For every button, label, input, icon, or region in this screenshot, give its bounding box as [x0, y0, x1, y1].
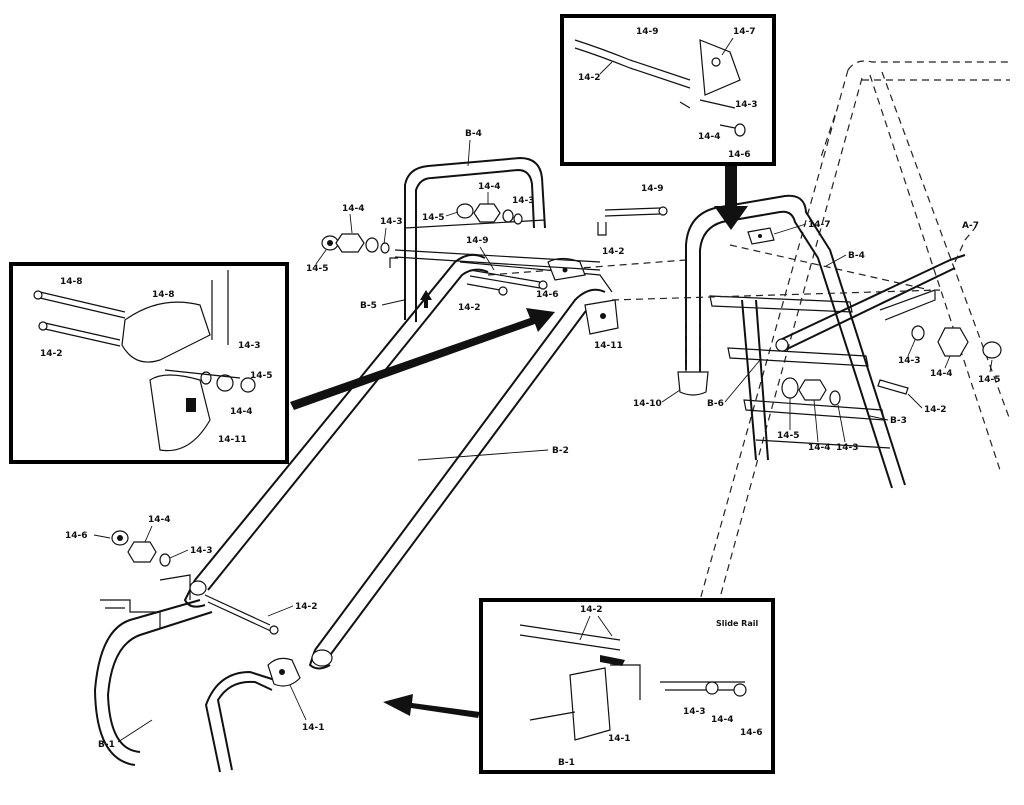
label: 14-6: [65, 531, 88, 541]
main-labels: B-4 B-4 B-5 B-2 B-3 B-6 B-1 A-7 14-4 14-…: [65, 129, 1001, 750]
label: 14-3: [735, 100, 758, 110]
label: 14-3: [836, 443, 859, 453]
label: 14-9: [641, 184, 664, 194]
bottom-handle-b1: [93, 530, 301, 773]
ladder-b4: [677, 194, 906, 489]
ladder-rung: [709, 295, 853, 313]
label: 14-8: [60, 277, 83, 287]
label: 14-5: [306, 264, 329, 274]
label: 14-3: [238, 341, 261, 351]
leg-cap: [677, 371, 709, 396]
label: 14-4: [230, 407, 253, 417]
label: 14-3: [380, 217, 403, 227]
label: 14-3: [683, 707, 706, 717]
label: 14-7: [733, 27, 756, 37]
label: 14-10: [633, 399, 662, 409]
label: 14-4: [478, 182, 501, 192]
label: 14-4: [930, 369, 953, 379]
label: 14-4: [698, 132, 721, 142]
label: 14-9: [636, 27, 659, 37]
label: 14-2: [40, 349, 63, 359]
label-b4-top: B-4: [465, 129, 482, 139]
label: 14-4: [711, 715, 734, 725]
callout-arrow-top-inset: [714, 160, 748, 230]
up-arrow-icon: [420, 290, 432, 308]
label: 14-7: [808, 220, 831, 230]
label: 14-3: [898, 356, 921, 366]
label: 14-5: [777, 431, 800, 441]
label: 14-5: [978, 375, 1001, 385]
label: 14-2: [578, 73, 601, 83]
bolt-14-9: [469, 269, 541, 283]
label-b1: B-1: [98, 740, 115, 750]
hardware-group-right: [747, 227, 1002, 406]
label: 14-2: [924, 405, 947, 415]
label: 14-2: [602, 247, 625, 257]
label: 14-8: [152, 290, 175, 300]
label: 14-3: [190, 546, 213, 556]
label-b6: B-6: [707, 399, 724, 409]
ladder-rung: [727, 347, 869, 367]
inset-bottom: Slide Rail 14-2 14-1 14-3 14-4 14-6 B-1: [479, 598, 775, 774]
hardware-group-top: [321, 203, 523, 254]
label: 14-2: [295, 602, 318, 612]
label: 14-9: [466, 236, 489, 246]
inset-left: 14-8 14-8 14-2 14-3 14-5 14-4 14-11: [9, 262, 289, 464]
handle-a7: [775, 227, 976, 352]
callout-arrow-bottom-inset: [383, 694, 480, 718]
label: 14-5: [422, 213, 445, 223]
label-b2: B-2: [552, 446, 569, 456]
label: 14-2: [580, 605, 603, 615]
label: 14-5: [250, 371, 273, 381]
label: 14-6: [740, 728, 763, 738]
label-b4-right: B-4: [848, 251, 865, 261]
label: 14-1: [608, 734, 631, 744]
ladder-rung: [743, 399, 885, 421]
label-b3: B-3: [890, 416, 907, 426]
label: 14-4: [342, 204, 365, 214]
label: 14-3: [512, 196, 535, 206]
label-b5: B-5: [360, 301, 377, 311]
label: 14-6: [536, 290, 559, 300]
inset-top: 14-9 14-7 14-2 14-3 14-4 14-6: [560, 14, 776, 166]
label: B-1: [558, 758, 575, 768]
label: 14-11: [594, 341, 623, 351]
label: 14-4: [808, 443, 831, 453]
callout-arrow-left-inset: [290, 308, 555, 410]
label-a7: A-7: [962, 221, 979, 231]
label: 14-6: [728, 150, 751, 160]
label: 14-2: [458, 303, 481, 313]
inset-bottom-title: Slide Rail: [716, 619, 758, 628]
label: 14-11: [218, 435, 247, 445]
label: 14-1: [302, 723, 325, 733]
upper-frame-b4: [389, 156, 668, 322]
label: 14-4: [148, 515, 171, 525]
